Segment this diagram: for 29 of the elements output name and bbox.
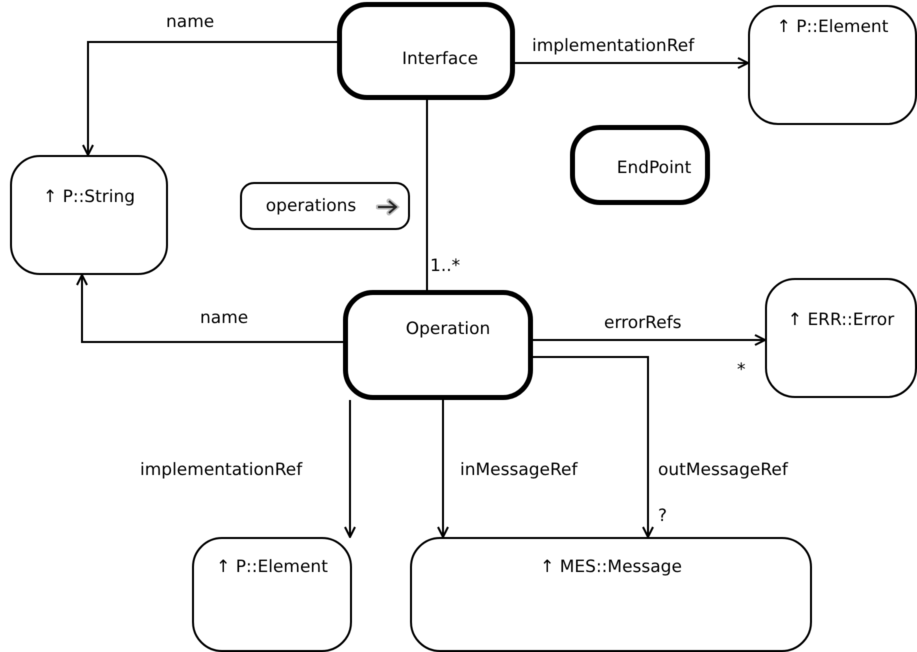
class-name: ↑ ERR::Error [788, 310, 894, 330]
connector-arrow [76, 274, 343, 343]
connector-arrow [533, 356, 654, 538]
class-box [570, 125, 710, 205]
connector-arrow [82, 41, 337, 156]
class-name: Interface [402, 49, 478, 69]
class-box [343, 290, 533, 400]
edge-label: inMessageRef [460, 460, 578, 480]
class-name: operations [266, 196, 356, 216]
class-name: ↑ P::String [42, 187, 136, 207]
class-box [748, 5, 917, 125]
class-name: ↑ P::Element [216, 557, 328, 577]
class-box [10, 155, 168, 275]
class-box [192, 537, 352, 652]
connector-arrow [344, 400, 356, 538]
class-box [337, 2, 515, 100]
class-name: ↑ P::Element [776, 17, 888, 37]
role-label-box [240, 182, 410, 230]
class-name: Operation [406, 319, 490, 339]
class-box [410, 537, 812, 652]
class-name: ↑ MES::Message [540, 557, 682, 577]
class-name: EndPoint [616, 158, 692, 178]
connector-arrow [533, 334, 766, 346]
edge-label: implementationRef [532, 36, 694, 56]
class-box [765, 278, 917, 398]
edge-label: outMessageRef [658, 460, 788, 480]
edge-label: implementationRef [140, 460, 302, 480]
connector-arrow [515, 57, 749, 69]
connector-arrow [437, 400, 449, 538]
